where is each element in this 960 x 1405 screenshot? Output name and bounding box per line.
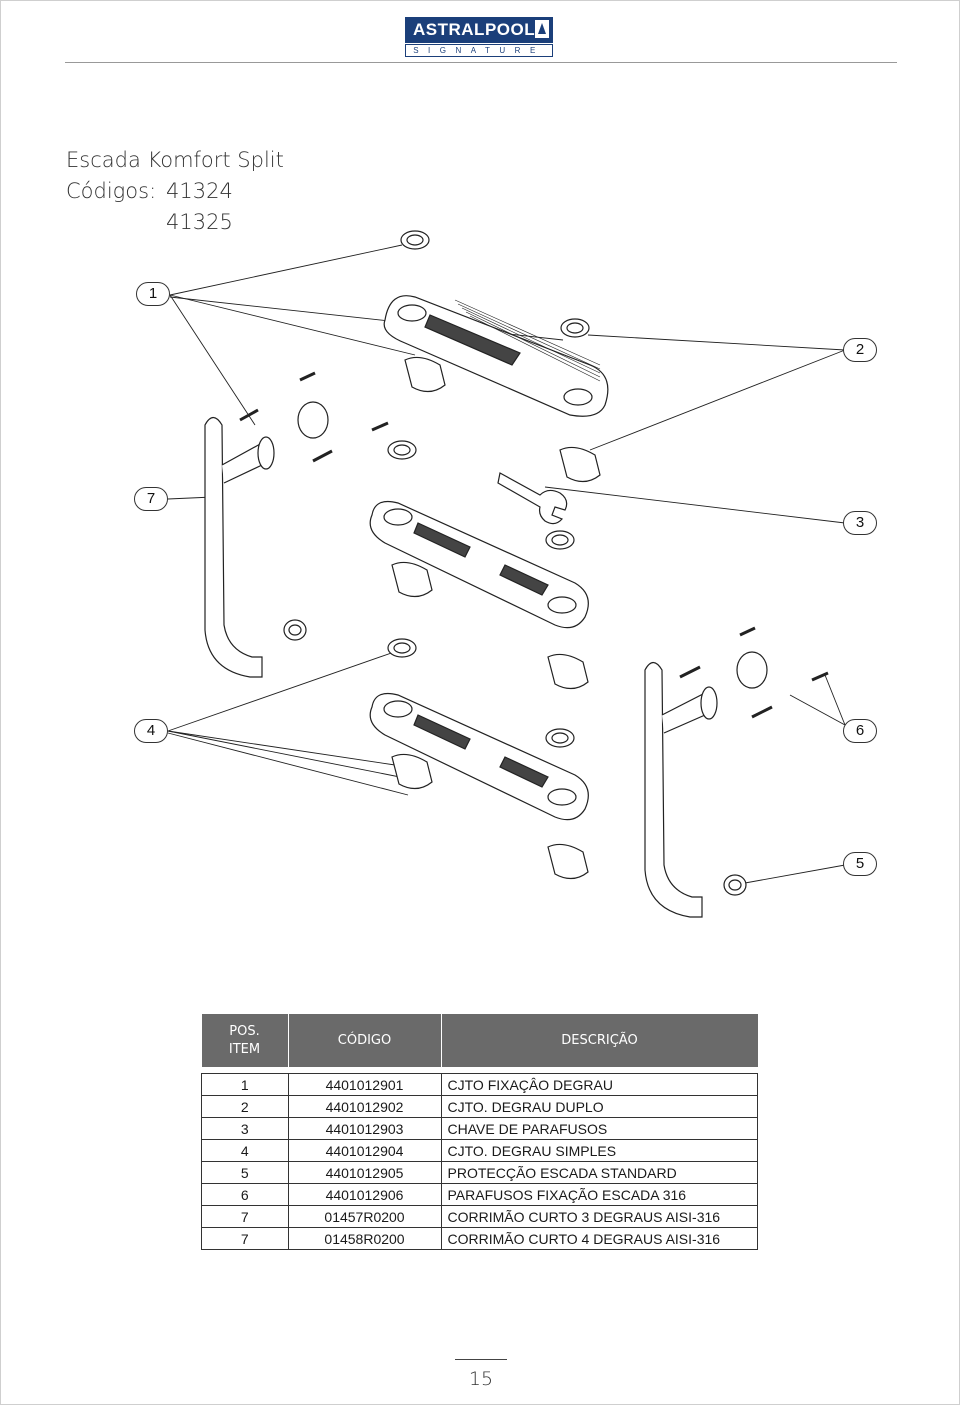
ring-caps	[283, 230, 747, 896]
cell-code: 4401012902	[287, 1095, 442, 1118]
code-a: 41324	[166, 179, 233, 203]
handrail-right	[644, 661, 718, 918]
cell-description: PROTECÇÃO ESCADA STANDARD	[440, 1161, 758, 1184]
wrench-drawing	[497, 472, 568, 525]
header-description: DESCRIÇÃO	[441, 1014, 758, 1067]
logo-tagline: SIGNATURE	[405, 44, 553, 57]
header-rule	[65, 62, 897, 63]
cell-pos: 2	[201, 1095, 289, 1118]
table-row: 1 4401012901 CJTO FIXAÇÂO DEGRAU	[201, 1073, 758, 1096]
header-pos: POS. ITEM	[201, 1014, 289, 1067]
callout-1: 1	[136, 282, 170, 306]
cell-description: CJTO. DEGRAU DUPLO	[440, 1095, 758, 1118]
logo-wordmark: ASTRALPOOL	[405, 17, 553, 43]
cell-pos: 6	[201, 1183, 289, 1206]
product-name: Escada Komfort Split	[66, 148, 284, 172]
table-row: 4 4401012904 CJTO. DEGRAU SIMPLES	[201, 1139, 758, 1162]
table-header-row: POS. ITEM CÓDIGO DESCRIÇÃO	[201, 1014, 758, 1067]
callout-6: 6	[843, 719, 877, 743]
callout-3: 3	[843, 511, 877, 535]
code-b: 41325	[166, 210, 233, 234]
cell-description: CORRIMÃO CURTO 4 DEGRAUS AISI-316	[440, 1227, 758, 1250]
table-row: 3 4401012903 CHAVE DE PARAFUSOS	[201, 1117, 758, 1140]
leader-lines	[167, 244, 846, 884]
header-pos-line1: POS.	[229, 1023, 260, 1039]
cell-code: 01458R0200	[287, 1227, 442, 1250]
single-step-middle	[369, 500, 589, 629]
footer-rule	[455, 1359, 507, 1360]
page-number: 15	[468, 1368, 494, 1390]
handrail-left	[204, 416, 275, 678]
cell-pos: 4	[201, 1139, 289, 1162]
callout-7: 7	[134, 487, 168, 511]
cell-code: 4401012904	[287, 1139, 442, 1162]
cell-pos: 1	[201, 1073, 289, 1096]
exploded-diagram: 1 2 3 4 5 6 7	[0, 225, 960, 925]
cell-code: 4401012906	[287, 1183, 442, 1206]
table-row: 6 4401012906 PARAFUSOS FIXAÇÃO ESCADA 31…	[201, 1183, 758, 1206]
cell-code: 4401012905	[287, 1161, 442, 1184]
cell-code: 4401012901	[287, 1073, 442, 1096]
callout-5: 5	[843, 852, 877, 876]
cell-code: 01457R0200	[287, 1205, 442, 1228]
cell-pos: 5	[201, 1161, 289, 1184]
header-code: CÓDIGO	[288, 1014, 442, 1067]
clamp-fittings	[391, 356, 601, 880]
cell-description: CORRIMÃO CURTO 3 DEGRAUS AISI-316	[440, 1205, 758, 1228]
cell-code: 4401012903	[287, 1117, 442, 1140]
anchor-plates	[239, 371, 829, 719]
astralpool-logo: ASTRALPOOL SIGNATURE	[405, 17, 553, 57]
single-step-bottom	[369, 692, 589, 821]
callout-4: 4	[134, 719, 168, 743]
diagram-drawing	[167, 230, 846, 918]
cell-description: CJTO FIXAÇÂO DEGRAU	[440, 1073, 758, 1096]
table-body: 1 4401012901 CJTO FIXAÇÂO DEGRAU 2 44010…	[201, 1067, 758, 1250]
cell-description: PARAFUSOS FIXAÇÃO ESCADA 316	[440, 1183, 758, 1206]
logo-triangle-icon	[535, 20, 549, 38]
callout-2: 2	[843, 338, 877, 362]
table-row: 2 4401012902 CJTO. DEGRAU DUPLO	[201, 1095, 758, 1118]
cell-pos: 7	[201, 1205, 289, 1228]
double-step-top	[383, 295, 609, 417]
parts-table: POS. ITEM CÓDIGO DESCRIÇÃO 1 4401012901 …	[201, 1014, 758, 1250]
table-row: 7 01457R0200 CORRIMÃO CURTO 3 DEGRAUS AI…	[201, 1205, 758, 1228]
header-pos-line2: ITEM	[228, 1041, 261, 1057]
cell-pos: 3	[201, 1117, 289, 1140]
table-row: 5 4401012905 PROTECÇÃO ESCADA STANDARD	[201, 1161, 758, 1184]
cell-pos: 7	[201, 1227, 289, 1250]
cell-description: CJTO. DEGRAU SIMPLES	[440, 1139, 758, 1162]
page-title: Escada Komfort Split Códigos: 41324 4132…	[66, 145, 284, 238]
cell-description: CHAVE DE PARAFUSOS	[440, 1117, 758, 1140]
codes-label: Códigos:	[66, 179, 157, 203]
table-row: 7 01458R0200 CORRIMÃO CURTO 4 DEGRAUS AI…	[201, 1227, 758, 1250]
